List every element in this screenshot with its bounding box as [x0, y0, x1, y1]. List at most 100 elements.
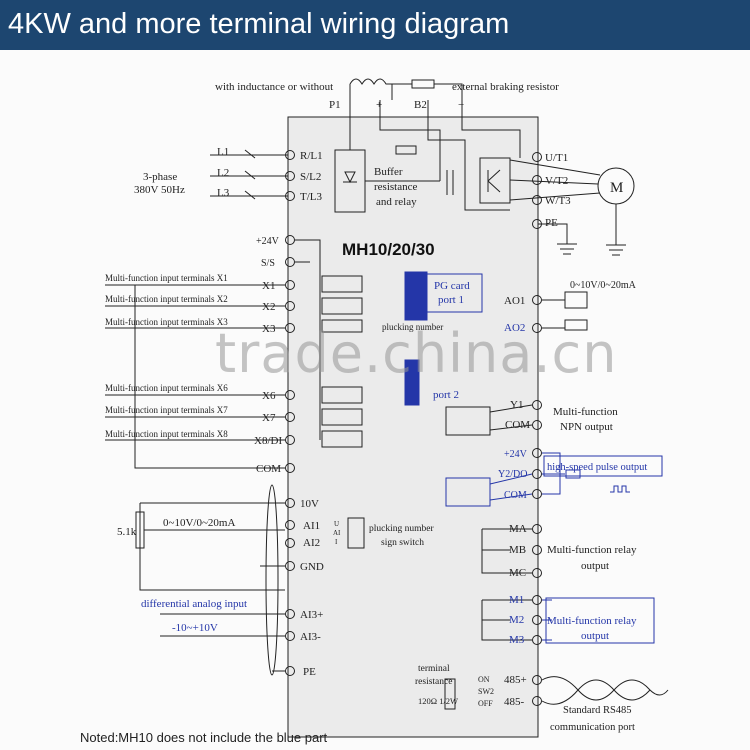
internal-24v	[295, 239, 321, 440]
pe-ground	[538, 223, 577, 255]
input-voltage-label: 380V 50Hz	[134, 184, 185, 196]
relay2-box	[545, 597, 655, 644]
input-type-label: 3-phase	[143, 171, 177, 183]
potentiometer-label: 5.1k	[117, 526, 137, 538]
terminal-ai2-label: AI2	[303, 537, 320, 549]
terminal-pe-left-label: PE	[303, 666, 316, 678]
input-x3-label: Multi-function input terminals X3	[105, 317, 228, 327]
motor-ground	[606, 204, 626, 256]
relay1-label-2: output	[581, 560, 609, 572]
dc-bus	[349, 117, 521, 211]
pg-card-port1	[404, 271, 428, 321]
terminal-485p-label: 485+	[504, 674, 527, 686]
page-title: 4KW and more terminal wiring diagram	[8, 8, 510, 40]
sw-i-label: I	[335, 538, 338, 546]
relay2-contacts	[481, 599, 532, 641]
rs485-label-2: communication port	[550, 722, 635, 733]
terminal-485m-label: 485-	[504, 696, 525, 708]
u-wire	[509, 159, 601, 176]
terminal-mb-label: MB	[509, 544, 526, 556]
ao-range-label: 0~10V/0~20mA	[570, 280, 637, 291]
terminal-ao1-label: AO1	[504, 295, 525, 307]
npn-optocoupler	[445, 406, 491, 436]
pg-card-port2	[404, 359, 420, 406]
terminal-com1-label: COM	[505, 419, 530, 431]
relay2-leads	[542, 599, 552, 641]
pg-port1-label: port 1	[438, 294, 464, 306]
terminal-x6-label: X6	[262, 390, 276, 402]
model-label: MH10/20/30	[342, 240, 435, 259]
l3-label: L3	[217, 187, 230, 199]
terminal-ai1-label: AI1	[303, 520, 320, 532]
diode-symbol	[343, 171, 357, 184]
hs-box	[543, 455, 663, 477]
ao2-meter	[564, 319, 588, 331]
terminal-x1-label: X1	[262, 280, 275, 292]
sw-u-label: U	[334, 520, 339, 528]
terminal-com-label: COM	[256, 463, 281, 475]
terminal-y2-label: Y2/DO	[498, 469, 527, 480]
terminal-w-label: W/T3	[545, 195, 571, 207]
input-x1-label: Multi-function input terminals X1	[105, 273, 228, 283]
inverter-body	[287, 116, 539, 738]
terminal-res-label-1: terminal	[418, 664, 450, 674]
ai-dip-switch	[347, 517, 365, 549]
ai3-leads	[160, 613, 285, 637]
high-speed-label: high-speed pulse output	[547, 462, 647, 473]
terminal-y1-label: Y1	[510, 399, 523, 411]
hs-resistor	[565, 469, 581, 479]
relay2-label-2: output	[581, 630, 609, 642]
common-bus	[134, 285, 285, 469]
minus-label: −	[458, 99, 464, 111]
pot-leads	[139, 502, 285, 591]
pg-card-label: PG card	[434, 280, 470, 292]
ai-switch-label-1: plucking number	[369, 524, 434, 534]
npn-leads	[489, 404, 533, 431]
rs485-twisted-pair	[541, 676, 669, 705]
analog-range-label: 0~10V/0~20mA	[163, 517, 235, 529]
terminal-t-label: T/L3	[300, 191, 322, 203]
shield-cable	[265, 484, 279, 676]
relay1-contacts	[481, 528, 532, 574]
blue-parts	[404, 271, 663, 644]
pulse-waveform	[610, 485, 630, 493]
l2-label: L2	[217, 167, 229, 179]
title-banner: 4KW and more terminal wiring diagram	[0, 0, 750, 50]
hs-wiring	[542, 452, 565, 495]
w-wire	[509, 192, 601, 201]
terminal-10v-label: 10V	[300, 498, 319, 510]
terminal-24v-label: +24V	[256, 236, 280, 247]
differential-range-label: -10~+10V	[172, 622, 218, 634]
l1-label: L1	[217, 146, 229, 158]
b2-label: B2	[414, 99, 427, 111]
terminal-ai3m-label: AI3-	[300, 631, 321, 643]
terminal-m1-label: M1	[509, 594, 524, 606]
sw2-on-label: ON	[478, 675, 490, 684]
sw2-off-label: OFF	[478, 699, 493, 708]
terminal-m3-label: M3	[509, 634, 525, 646]
ao-leads	[542, 299, 565, 329]
right-terminal-circles	[532, 152, 542, 706]
plus-label: +	[376, 99, 382, 111]
input-x2-label: Multi-function input terminals X2	[105, 294, 228, 304]
optocouplers	[321, 275, 363, 448]
braking-label: external braking resistor	[452, 81, 559, 93]
terminal-x8-label: X8/DI	[254, 435, 282, 447]
v-wire	[509, 179, 599, 185]
terminal-ai3p-label: AI3+	[300, 609, 323, 621]
ao-meter	[564, 291, 588, 309]
ai-switch-label-2: sign switch	[381, 538, 424, 548]
terminal-x7-label: X7	[262, 412, 276, 424]
input-switches	[244, 149, 256, 200]
terminal-mc-label: MC	[509, 567, 526, 579]
terminal-x2-label: X2	[262, 301, 275, 313]
terminal-u-label: U/T1	[545, 152, 568, 164]
buffer-resistor	[395, 145, 417, 155]
terminal-res-label-3: 120Ω 1/2W	[418, 696, 458, 706]
terminal-ss-label: S/S	[261, 258, 275, 269]
braking-wires	[392, 83, 463, 100]
braking-resistor	[411, 79, 435, 89]
hs-leads	[489, 473, 533, 501]
inductance-label: with inductance or without	[215, 81, 333, 93]
